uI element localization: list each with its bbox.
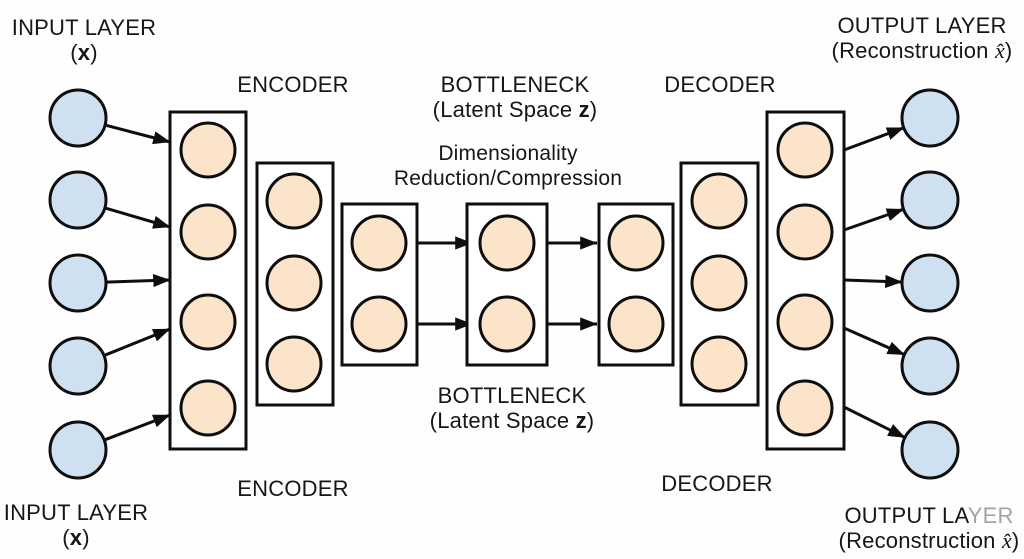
hidden-node xyxy=(350,214,408,272)
hidden-node xyxy=(607,214,665,272)
input-node xyxy=(48,88,108,148)
hidden-node xyxy=(690,172,748,230)
output-node xyxy=(900,88,960,148)
hidden-node xyxy=(265,172,323,230)
output-node xyxy=(900,336,960,396)
decoder-to-output xyxy=(843,274,903,289)
input-to-encoder xyxy=(103,327,171,357)
decoder-to-output xyxy=(843,405,906,439)
input-to-encoder xyxy=(104,123,171,145)
input-node xyxy=(48,170,108,230)
decoder-to-output xyxy=(843,326,905,357)
hidden-node xyxy=(265,335,323,393)
hidden-node xyxy=(265,254,323,312)
hidden-node xyxy=(690,335,748,393)
input-node xyxy=(48,336,108,396)
hidden-node xyxy=(776,293,834,351)
decoder-to-output xyxy=(843,126,905,152)
hidden-node xyxy=(776,121,834,179)
decoder-to-output xyxy=(843,207,905,232)
input-node xyxy=(48,420,108,480)
output-node xyxy=(900,253,960,313)
input-to-encoder xyxy=(104,206,171,229)
hidden-node xyxy=(776,203,834,261)
hidden-node xyxy=(607,295,665,353)
hidden-node xyxy=(179,203,237,261)
hidden-node xyxy=(179,379,237,437)
input-to-encoder xyxy=(105,273,171,288)
output-node xyxy=(900,170,960,230)
hidden-node xyxy=(350,295,408,353)
hidden-node xyxy=(478,214,536,272)
hidden-node xyxy=(690,254,748,312)
output-node xyxy=(900,420,960,480)
hidden-node xyxy=(478,295,536,353)
hidden-node xyxy=(179,121,237,179)
input-to-encoder xyxy=(103,413,171,442)
input-node xyxy=(48,253,108,313)
hidden-node xyxy=(776,379,834,437)
hidden-node xyxy=(179,293,237,351)
